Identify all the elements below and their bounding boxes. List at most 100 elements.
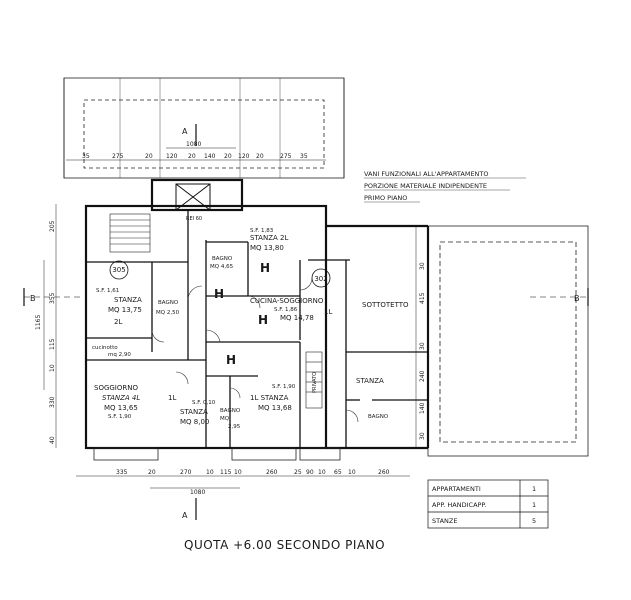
svg-text:MQ 13,75: MQ 13,75 bbox=[108, 306, 142, 314]
svg-text:1L: 1L bbox=[324, 308, 332, 316]
dimension-left-total: 1165 bbox=[35, 315, 42, 330]
svg-text:B: B bbox=[574, 294, 580, 303]
svg-text:2,95: 2,95 bbox=[228, 424, 241, 430]
dimension-label-bottom: 10 bbox=[348, 469, 356, 476]
legend-row-value: 1 bbox=[532, 501, 536, 509]
dimension-label-bottom: 260 bbox=[266, 469, 278, 476]
svg-text:BAGNO: BAGNO bbox=[158, 300, 179, 306]
section-marker-a-bottom: A bbox=[182, 498, 197, 520]
svg-text:H: H bbox=[214, 287, 224, 301]
dimension-label-bottom: 65 bbox=[334, 469, 342, 476]
dimension-label-right: 415 bbox=[419, 292, 426, 304]
dimension-label-left: 205 bbox=[49, 220, 56, 232]
dimension-label-left: 355 bbox=[49, 292, 56, 304]
svg-text:MQ 2,50: MQ 2,50 bbox=[156, 310, 180, 316]
svg-text:STANZA: STANZA bbox=[180, 408, 208, 416]
svg-text:2L: 2L bbox=[114, 318, 122, 326]
section-marker-a-top: A bbox=[182, 124, 197, 146]
dimension-label-bottom: 90 bbox=[306, 469, 314, 476]
dimension-label-right: 140 bbox=[419, 402, 426, 414]
svg-text:S.F. 1,61: S.F. 1,61 bbox=[96, 288, 119, 294]
dimension-label-top: 20 bbox=[224, 153, 232, 160]
svg-text:1L: 1L bbox=[168, 394, 176, 402]
svg-text:A: A bbox=[182, 511, 188, 520]
svg-text:A: A bbox=[182, 127, 188, 136]
balconies bbox=[93, 447, 341, 461]
svg-text:302: 302 bbox=[314, 275, 327, 283]
svg-text:B: B bbox=[30, 294, 36, 303]
dimension-label-bottom: 20 bbox=[148, 469, 156, 476]
elevator bbox=[175, 183, 211, 211]
svg-text:MQ 13,65: MQ 13,65 bbox=[104, 404, 138, 412]
svg-text:mq 2,90: mq 2,90 bbox=[108, 352, 131, 358]
dimension-label-top: 20 bbox=[256, 153, 264, 160]
dimension-label-top: 120 bbox=[238, 153, 250, 160]
svg-text:MQ: MQ bbox=[220, 416, 230, 422]
dimension-label-right: 30 bbox=[419, 262, 426, 270]
svg-text:S.F. 0,10: S.F. 0,10 bbox=[192, 400, 216, 406]
svg-text:BAGNO: BAGNO bbox=[212, 256, 233, 262]
dimension-label-bottom: 25 bbox=[294, 469, 302, 476]
roof-outline bbox=[63, 77, 345, 179]
dimension-label-bottom: 335 bbox=[116, 469, 128, 476]
svg-text:cucinotto: cucinotto bbox=[92, 345, 118, 351]
svg-text:VANI FUNZIONALI ALL'APPARTAMEN: VANI FUNZIONALI ALL'APPARTAMENTO bbox=[364, 170, 489, 178]
svg-text:MQ 4,65: MQ 4,65 bbox=[210, 264, 234, 270]
unit-marker-305: 305 bbox=[109, 260, 129, 280]
svg-text:H: H bbox=[226, 353, 236, 367]
svg-text:PORZIONE MATERIALE INDIPENDENT: PORZIONE MATERIALE INDIPENDENTE bbox=[364, 182, 487, 190]
room-labels: S.F. 1,61 STANZA MQ 13,75 2L BAGNO MQ 2,… bbox=[92, 216, 409, 430]
dimension-label-bottom: 115 bbox=[220, 469, 232, 476]
svg-text:PRIMO PIANO: PRIMO PIANO bbox=[364, 194, 407, 202]
plan-title: QUOTA +6.00 SECONDO PIANO bbox=[184, 538, 385, 552]
svg-text:STANZA: STANZA bbox=[114, 296, 142, 304]
svg-text:REI 60: REI 60 bbox=[186, 216, 202, 222]
dimension-label-top: 275 bbox=[112, 153, 124, 160]
notes-block: VANI FUNZIONALI ALL'APPARTAMENTO PORZION… bbox=[364, 170, 526, 203]
svg-text:SOGGIORNO: SOGGIORNO bbox=[94, 384, 138, 392]
svg-text:CUCINA-SOGGIORNO: CUCINA-SOGGIORNO bbox=[250, 297, 324, 305]
svg-text:SOTTOTETTO: SOTTOTETTO bbox=[362, 301, 409, 309]
svg-text:H: H bbox=[258, 313, 268, 327]
svg-text:STANZA 2L: STANZA 2L bbox=[250, 234, 288, 242]
legend-row-label: APPARTAMENTI bbox=[432, 485, 481, 493]
dimension-label-top: 20 bbox=[145, 153, 153, 160]
svg-text:PRIVATO: PRIVATO bbox=[312, 372, 318, 393]
unit-marker-302: 302 bbox=[311, 268, 331, 288]
dimension-label-top: 20 bbox=[188, 153, 196, 160]
legend-row-label: APP. HANDICAPP. bbox=[432, 501, 486, 509]
dimension-label-left: 115 bbox=[49, 338, 56, 350]
legend-row-value: 5 bbox=[532, 517, 536, 525]
svg-text:S.F. 1,83: S.F. 1,83 bbox=[250, 228, 274, 234]
dimension-label-bottom: 10 bbox=[206, 469, 214, 476]
staircase bbox=[109, 213, 323, 409]
dimension-label-left: 10 bbox=[49, 364, 56, 372]
dimension-label-top: 35 bbox=[82, 153, 90, 160]
legend-row-value: 1 bbox=[532, 485, 536, 493]
internal-walls bbox=[86, 210, 428, 448]
svg-text:MQ 8,00: MQ 8,00 bbox=[180, 418, 209, 426]
dimension-label-top: 35 bbox=[300, 153, 308, 160]
attic-outline bbox=[427, 225, 589, 457]
dimension-chain-top bbox=[66, 147, 326, 161]
dimension-labels-right: 30 415 30 240 140 30 bbox=[419, 262, 426, 440]
svg-text:S.F. 1,90: S.F. 1,90 bbox=[108, 414, 132, 420]
svg-text:S.F. 1,86: S.F. 1,86 bbox=[274, 307, 298, 313]
svg-text:BAGNO: BAGNO bbox=[368, 414, 389, 420]
legend-table bbox=[427, 479, 549, 529]
svg-text:1L STANZA: 1L STANZA bbox=[250, 394, 289, 402]
svg-text:H: H bbox=[260, 261, 270, 275]
svg-text:STANZA: STANZA bbox=[356, 377, 384, 385]
dimension-label-right: 30 bbox=[419, 432, 426, 440]
dimension-label-left: 330 bbox=[49, 396, 56, 408]
dimension-label-right: 30 bbox=[419, 342, 426, 350]
section-marker-b-right: B bbox=[530, 288, 589, 306]
dimension-chain-left bbox=[43, 204, 57, 448]
dimension-label-top: 120 bbox=[166, 153, 178, 160]
dimension-label-right: 240 bbox=[419, 370, 426, 382]
dimension-label-top: 140 bbox=[204, 153, 216, 160]
svg-text:MQ 13,80: MQ 13,80 bbox=[250, 244, 284, 252]
